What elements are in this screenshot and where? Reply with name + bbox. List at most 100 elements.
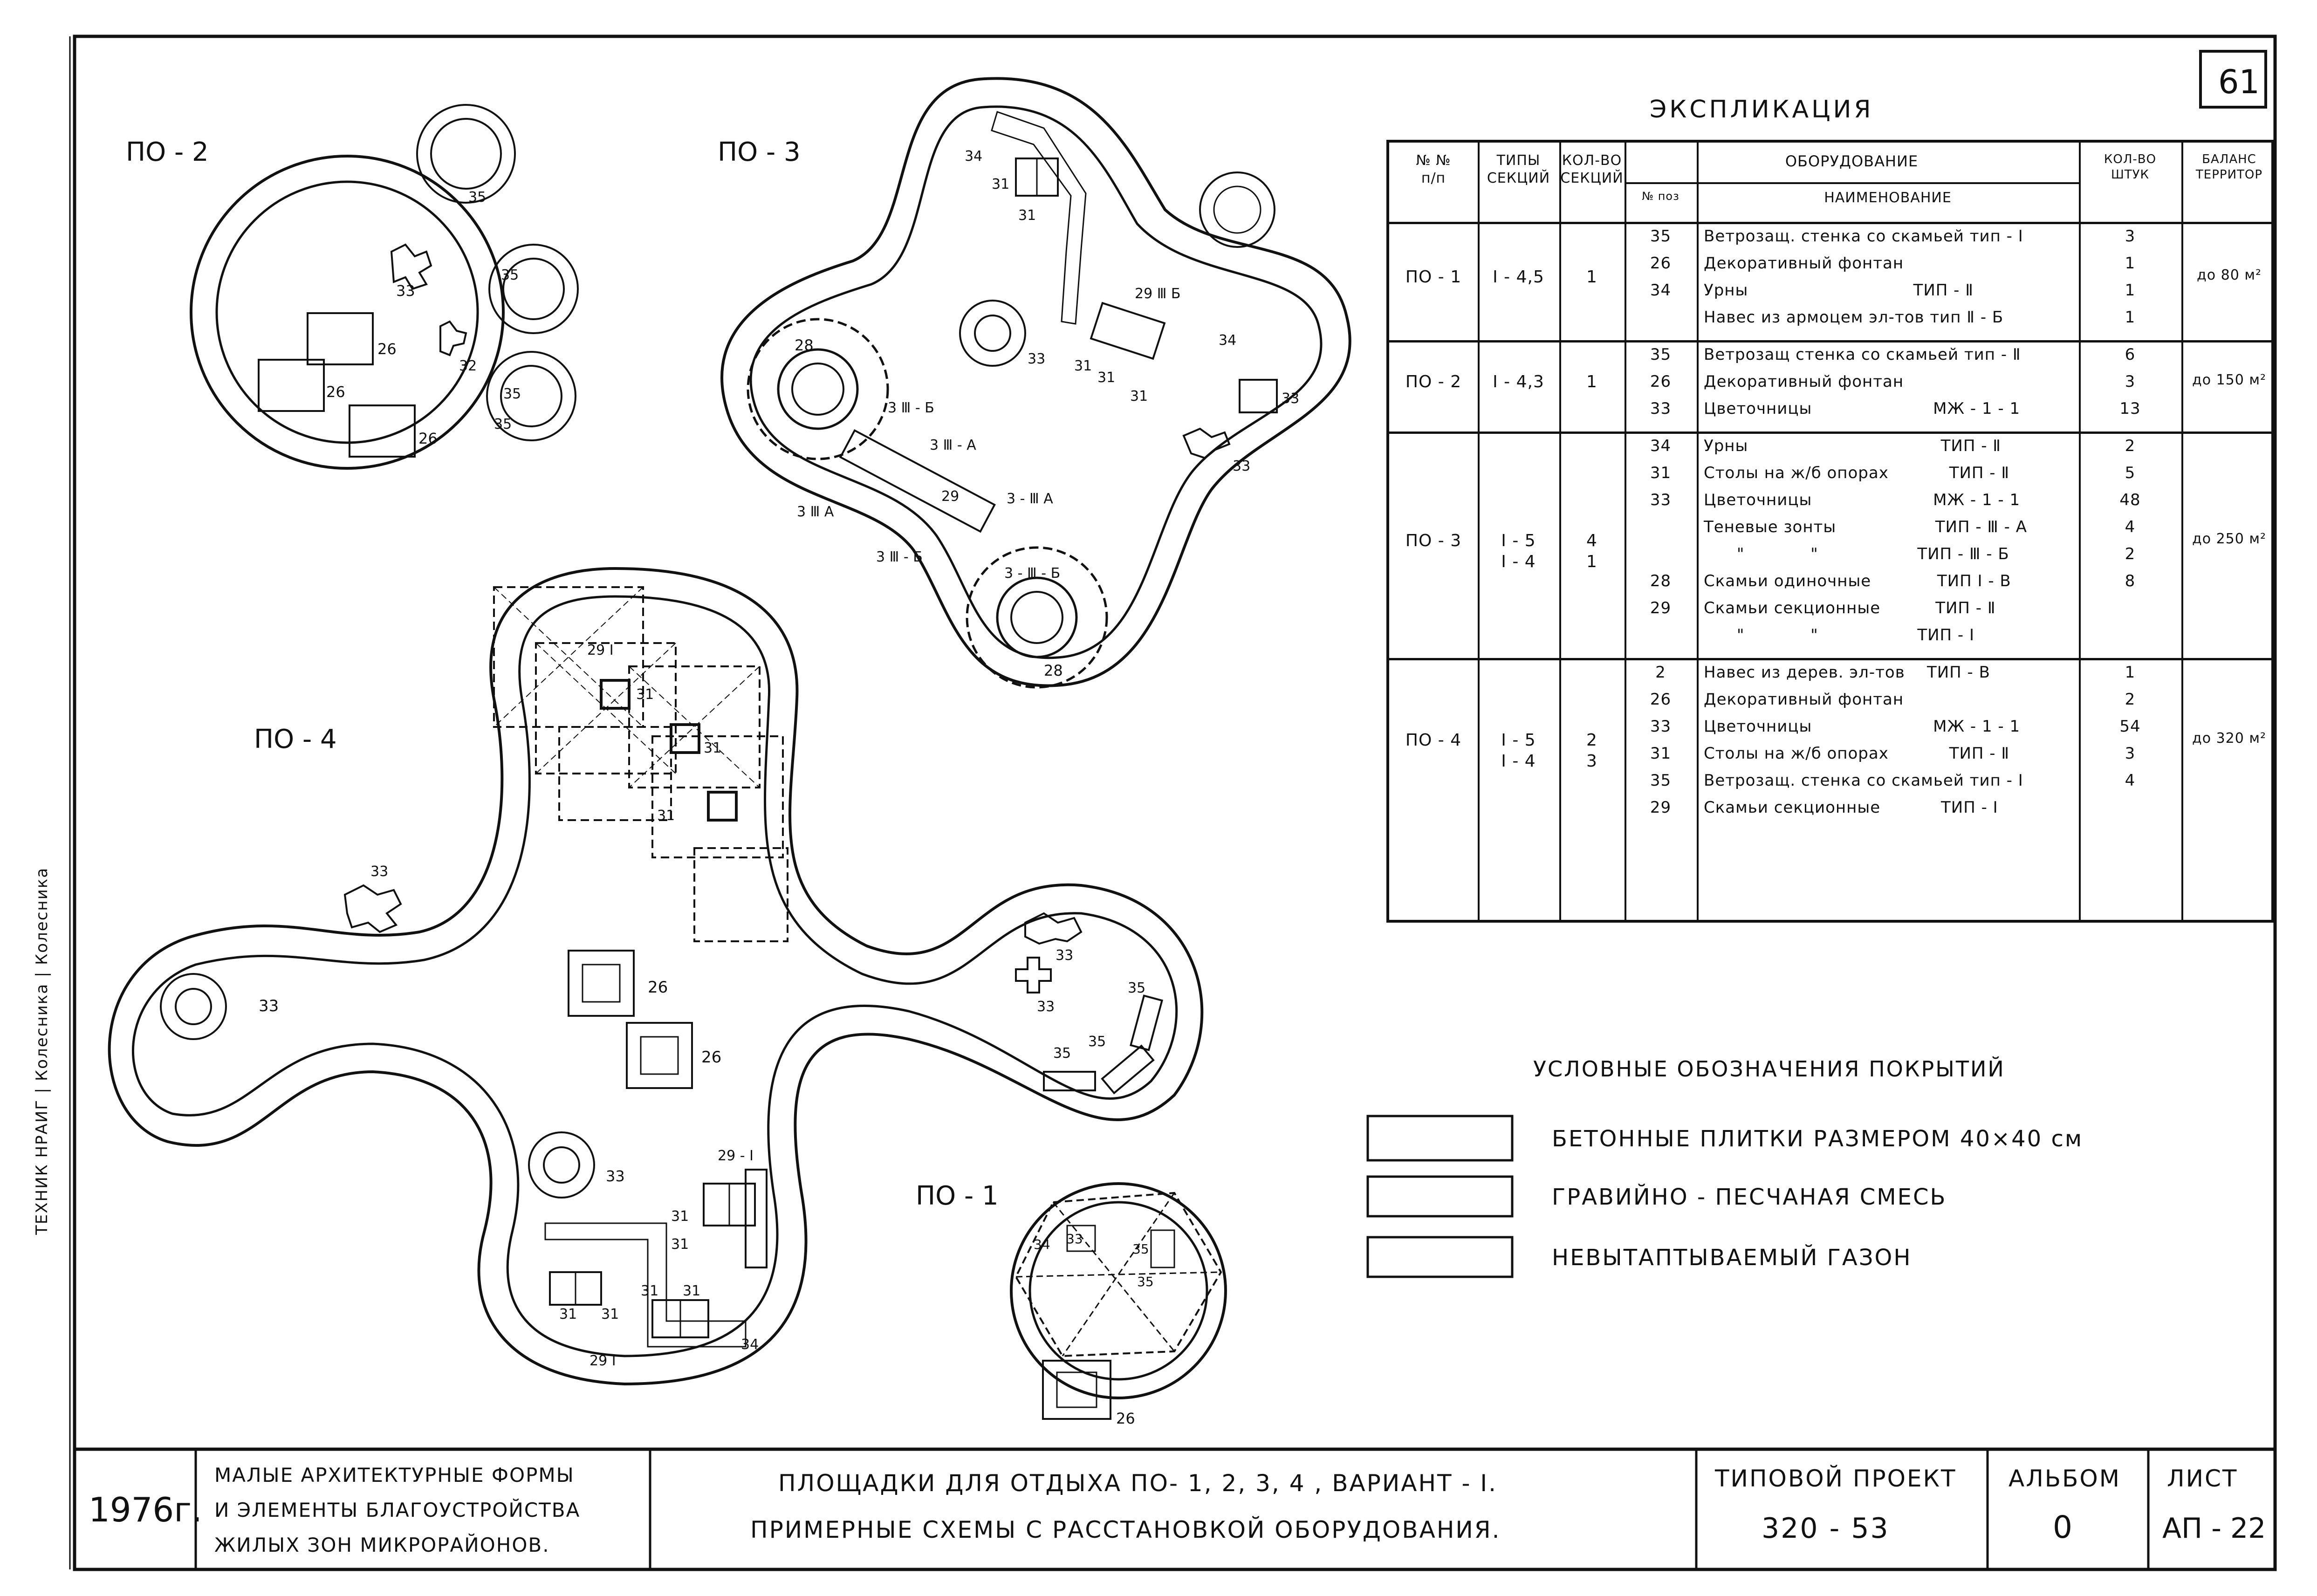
- table-row-name: Столы на ж/б опорах ТИП - Ⅱ: [1704, 744, 2010, 763]
- plan-po1-number: 35: [1137, 1274, 1154, 1289]
- table-rule: [1389, 658, 2272, 660]
- sheet-frame: [73, 34, 2277, 1571]
- table-group-balance: до 250 м²: [2192, 531, 2267, 547]
- table-row-qty: 1: [2125, 308, 2136, 327]
- table-row-name: Ветрозащ. стенка со скамьей тип - Ⅰ: [1704, 227, 2023, 246]
- plan-po3-number: 28: [1044, 662, 1063, 679]
- project-label: ТИПОВОЙ ПРОЕКТ: [1714, 1465, 1957, 1492]
- album-subject-line: ЖИЛЫХ ЗОН МИКРОРАЙОНОВ.: [214, 1533, 550, 1556]
- table-header-balance: БАЛАНС ТЕРРИТОР: [2195, 152, 2263, 182]
- table-row-pos: 33: [1650, 491, 1672, 509]
- table-row-pos: 29: [1650, 599, 1672, 617]
- table-row-name: Столы на ж/б опорах ТИП - Ⅱ: [1704, 464, 2010, 482]
- table-row-qty: 2: [2125, 690, 2136, 709]
- table-row-qty: 1: [2125, 254, 2136, 273]
- table-row-name: Декоративный фонтан: [1704, 254, 1904, 273]
- table-row-name: Урны ТИП - Ⅱ: [1704, 281, 1974, 300]
- plan-po2: ПО - 2: [126, 104, 579, 470]
- legend-swatch-lawn: [1366, 1236, 1514, 1278]
- table-row-name: Теневые зонты ТИП - Ⅲ - А: [1704, 518, 2027, 536]
- plan-po3: ПО - 3: [718, 77, 1351, 689]
- plan-po2-number: 35: [494, 416, 512, 432]
- table-row-name: Урны ТИП - Ⅱ: [1704, 437, 2002, 455]
- table-rule: [1625, 143, 1626, 921]
- table-row-qty: 48: [2119, 491, 2141, 509]
- table-row-pos: 35: [1650, 771, 1672, 790]
- plan-po2-number: 32: [459, 358, 477, 374]
- plan-po4-number: 26: [701, 1048, 721, 1067]
- side-stamp: ТЕХНИК НРАИГ | Колесника | Колесника: [33, 629, 61, 1258]
- plan-po4-number: 31: [636, 686, 654, 703]
- table-row-pos: 34: [1650, 437, 1672, 455]
- plan-po2-label: ПО - 2: [126, 137, 209, 167]
- table-row-qty: 3: [2125, 372, 2136, 391]
- table-group-balance: до 320 м²: [2192, 730, 2267, 747]
- table-group-sections: 2 3: [1586, 731, 1597, 771]
- album-subject-line: МАЛЫЕ АРХИТЕКТУРНЫЕ ФОРМЫ: [214, 1464, 575, 1486]
- table-rule: [1697, 143, 1699, 921]
- table-group-balance: до 150 м²: [2192, 372, 2267, 388]
- table-group-balance: до 80 м²: [2196, 267, 2262, 283]
- plan-po4-number: 29 Ⅰ: [587, 642, 614, 658]
- explication-title: ЭКСПЛИКАЦИЯ: [1650, 96, 1874, 123]
- table-row-name: Цветочницы МЖ - 1 - 1: [1704, 491, 2021, 509]
- plan-po4-number: 31: [683, 1283, 700, 1299]
- plan-po1-number: 26: [1116, 1410, 1135, 1427]
- plan-po4-number: 33: [259, 997, 279, 1015]
- sheet-label: ЛИСТ: [2167, 1465, 2238, 1492]
- table-row-qty: 1: [2125, 663, 2136, 682]
- table-row-pos: 35: [1650, 345, 1672, 364]
- plan-po3-number: 3 Ⅲ - Б: [888, 400, 934, 416]
- legend-title: УСЛОВНЫЕ ОБОЗНАЧЕНИЯ ПОКРЫТИЙ: [1533, 1056, 2005, 1082]
- legend-swatch-gravel: [1366, 1175, 1514, 1218]
- table-row-pos: 33: [1650, 717, 1672, 736]
- plan-po4-number: 31: [559, 1306, 577, 1322]
- plan-po4-number: 35: [1053, 1045, 1071, 1062]
- table-row-name: " " ТИП - Ⅲ - Б: [1704, 545, 2009, 563]
- plan-po3-number: 31: [992, 176, 1009, 192]
- table-rule: [1389, 340, 2272, 342]
- table-row-pos: 31: [1650, 744, 1672, 763]
- plan-po3-number: 31: [1097, 370, 1115, 386]
- legend-swatch-tiles: [1366, 1115, 1514, 1162]
- plan-po3-number: 31: [1018, 207, 1036, 224]
- table-group-sections: 1: [1586, 267, 1597, 287]
- table-row-pos: 28: [1650, 572, 1672, 590]
- plan-po2-number: 35: [468, 189, 486, 205]
- plan-po1: ПО - 1: [916, 1181, 1227, 1420]
- table-row-qty: 1: [2125, 281, 2136, 300]
- plan-po4-number: 31: [671, 1236, 689, 1253]
- table-row-qty: 4: [2125, 518, 2136, 536]
- table-row-name: Декоративный фонтан: [1704, 372, 1904, 391]
- plan-po3-number: 29: [941, 488, 959, 505]
- table-row-pos: 35: [1650, 227, 1672, 246]
- plan-po4-number: 35: [1088, 1034, 1106, 1050]
- table-row-name: Навес из армоцем эл-тов тип Ⅱ - Б: [1704, 308, 2004, 327]
- plan-po3-number: 33: [1233, 458, 1250, 474]
- plan-po3-number: 3 Ⅲ - Б: [876, 549, 923, 565]
- table-row-qty: 6: [2125, 345, 2136, 364]
- table-row-pos: 2: [1655, 663, 1666, 682]
- table-row-qty: 2: [2125, 437, 2136, 455]
- project-value: 320 - 53: [1762, 1512, 1890, 1545]
- plan-po4-number: 31: [671, 1208, 689, 1225]
- table-row-qty: 13: [2119, 399, 2141, 418]
- plan-po3-number: 28: [795, 336, 814, 354]
- table-rule: [2079, 143, 2081, 921]
- plan-po3-number: 3 Ⅲ А: [797, 504, 834, 520]
- sheet-title-line: ПРИМЕРНЫЕ СХЕМЫ С РАССТАНОВКОЙ ОБОРУДОВА…: [750, 1516, 1501, 1543]
- plan-po3-number: 33: [1028, 351, 1045, 367]
- table-row-pos: 26: [1650, 254, 1672, 273]
- sheet-number: 61: [2218, 63, 2260, 101]
- table-rule: [1559, 143, 1561, 921]
- table-row-pos: 26: [1650, 372, 1672, 391]
- table-row-name: " " ТИП - Ⅰ: [1704, 626, 1975, 644]
- title-year: 1976г.: [89, 1490, 202, 1529]
- plan-po2-number: 33: [396, 282, 415, 300]
- album-value: 0: [2053, 1509, 2072, 1545]
- plan-po3-number: 3 - Ⅲ - Б: [1004, 565, 1060, 582]
- plan-po4-number: 29 - Ⅰ: [718, 1148, 754, 1164]
- side-stamp-text: ТЕХНИК НРАИГ | Колесника | Колесника: [33, 867, 51, 1235]
- table-group-types: Ⅰ - 4,3: [1493, 372, 1544, 391]
